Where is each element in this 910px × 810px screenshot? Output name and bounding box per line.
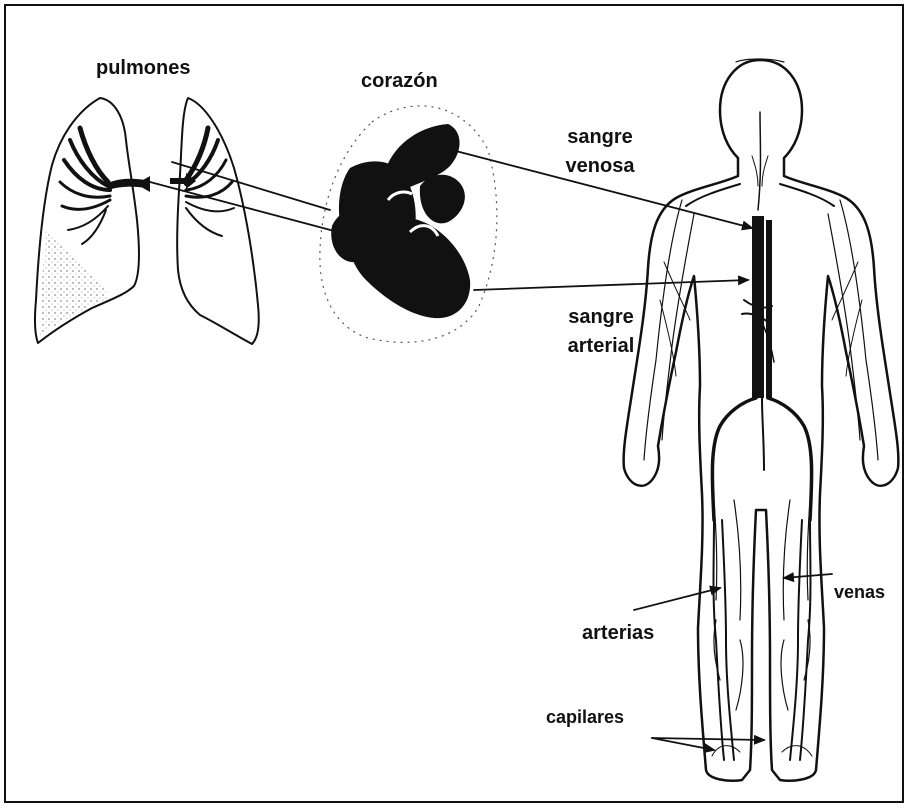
venas-pointer [784, 574, 832, 578]
arterias-label: arterias [582, 622, 654, 645]
arterias-pointer [634, 588, 720, 610]
pulmones-label: pulmones [96, 57, 190, 80]
lungs-illustration [35, 98, 259, 344]
pulmonary-artery-line [172, 162, 330, 210]
left-lung-arrowhead [136, 176, 150, 192]
heart-illustration [320, 106, 497, 342]
sangre-venosa-line-2: venosa [556, 155, 644, 178]
human-body-illustration [624, 59, 899, 781]
capilares-pointer-right [652, 738, 764, 740]
sangre-arterial-line-2: arterial [558, 335, 644, 358]
sangre-venosa-line-1: sangre [556, 126, 644, 149]
sangre-arterial-line-1: sangre [558, 306, 644, 329]
sangre-arterial-label: sangre arterial [558, 306, 644, 358]
venas-label: venas [834, 581, 885, 604]
corazon-label: corazón [361, 70, 438, 93]
sangre-arterial-line [474, 280, 748, 290]
vena-cava [766, 220, 772, 398]
sangre-venosa-label: sangre venosa [556, 126, 644, 178]
left-lung [35, 98, 139, 343]
right-lung [177, 98, 259, 344]
capilares-label: capilares [546, 706, 624, 729]
